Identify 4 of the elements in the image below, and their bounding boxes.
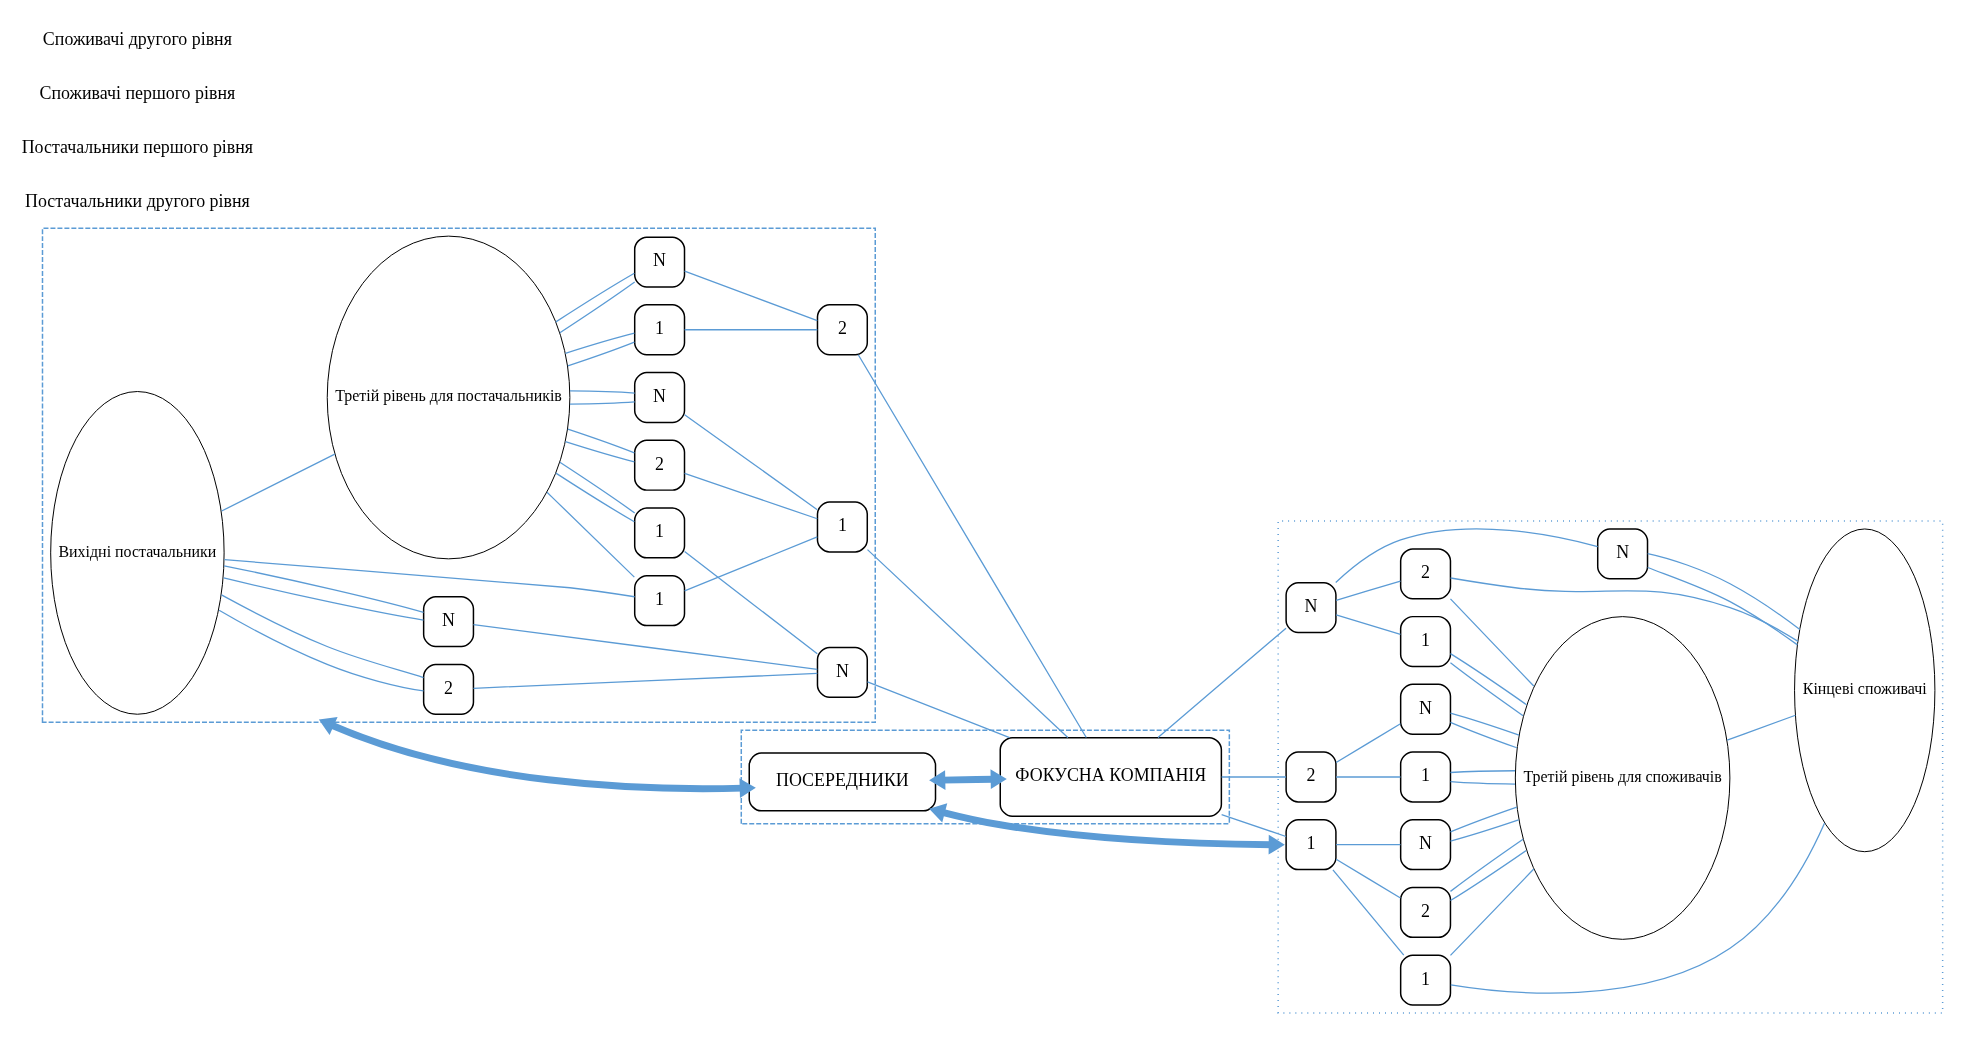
label: Споживачі другого рівня	[42, 28, 232, 49]
label: Постачальники першого рівня	[21, 136, 254, 157]
label: Споживачі першого рівня	[39, 82, 236, 103]
label: Постачальники другого рівня	[24, 190, 250, 211]
